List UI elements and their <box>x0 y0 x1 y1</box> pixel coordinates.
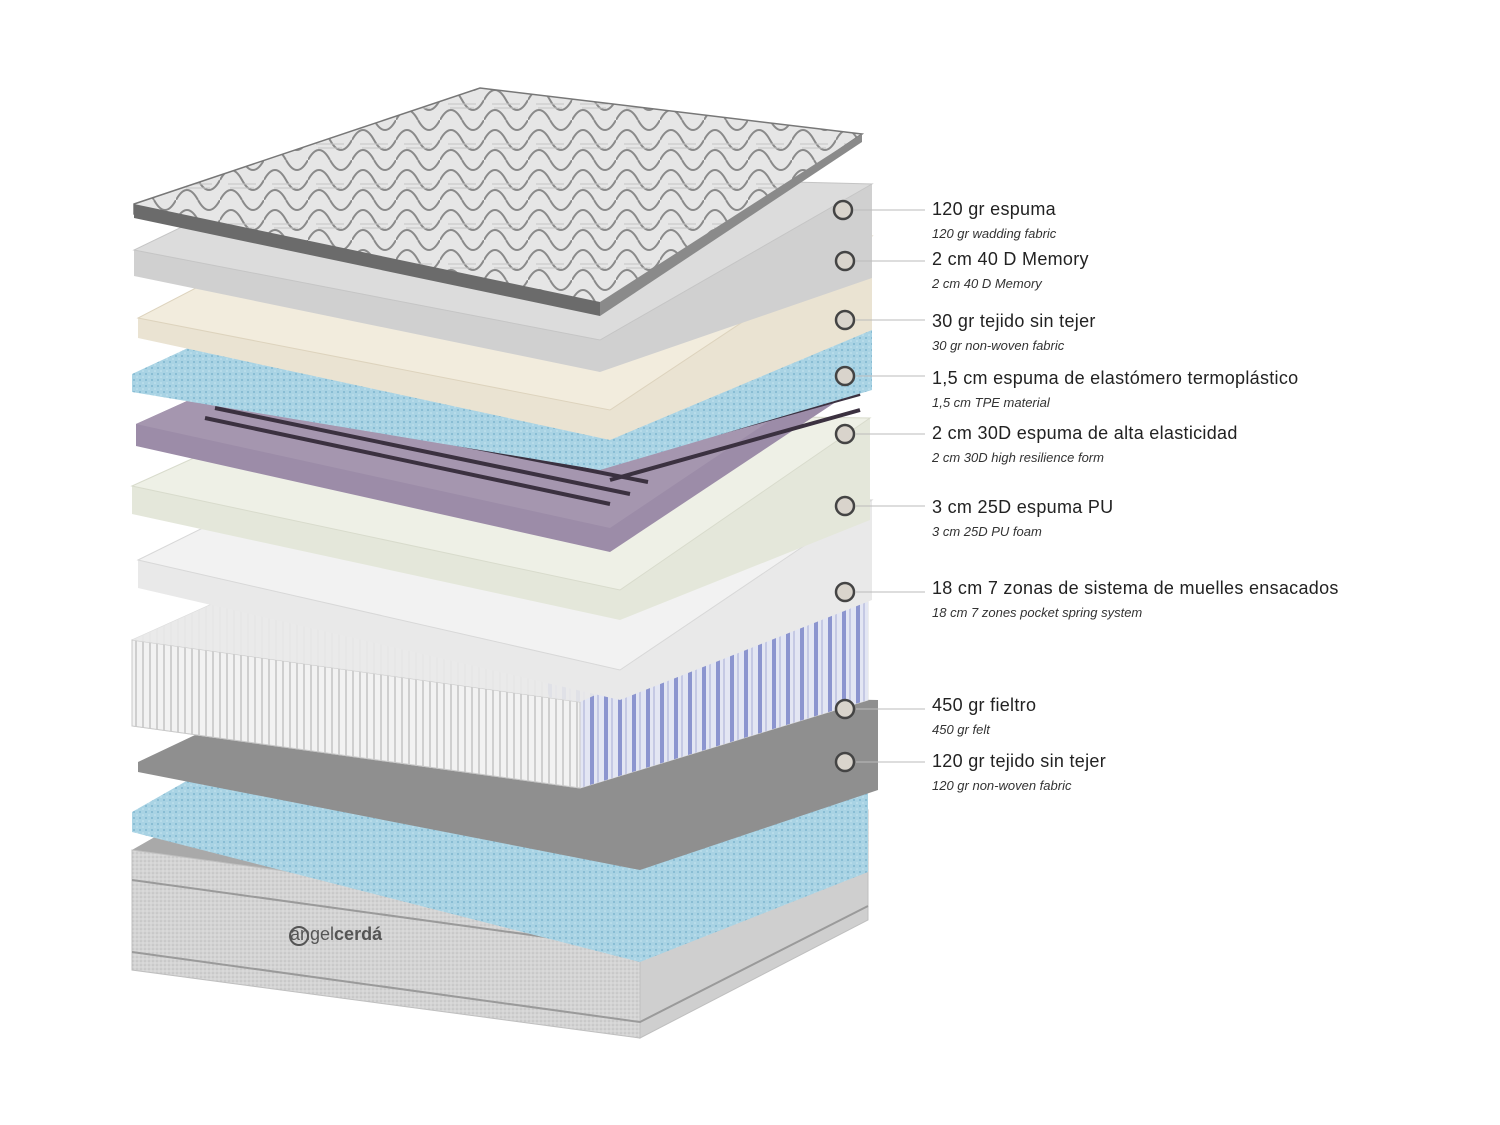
layer-label-1: 120 gr espuma 120 gr wadding fabric <box>932 199 1056 241</box>
layer-label-en: 450 gr felt <box>932 722 990 737</box>
layer-label-en: 3 cm 25D PU foam <box>932 524 1042 539</box>
layer-marker-9 <box>834 751 856 773</box>
layer-label-es: 18 cm 7 zonas de sistema de muelles ensa… <box>932 578 1339 598</box>
brand-light: angel <box>290 924 335 944</box>
layer-label-es: 3 cm 25D espuma PU <box>932 497 1114 517</box>
layer-marker-2 <box>834 250 856 272</box>
layer-label-7: 18 cm 7 zonas de sistema de muelles ensa… <box>932 578 1339 620</box>
layer-label-5: 2 cm 30D espuma de alta elasticidad 2 cm… <box>932 423 1238 465</box>
brand-logo-icon <box>289 926 309 946</box>
layer-label-en: 120 gr non-woven fabric <box>932 778 1072 793</box>
layer-label-8: 450 gr fieltro 450 gr felt <box>932 695 1036 737</box>
layer-label-es: 30 gr tejido sin tejer <box>932 311 1096 331</box>
layer-label-es: 1,5 cm espuma de elastómero termoplástic… <box>932 368 1299 388</box>
brand-bold: cerdá <box>334 924 383 944</box>
layer-label-en: 18 cm 7 zones pocket spring system <box>932 605 1143 620</box>
layer-label-6: 3 cm 25D espuma PU 3 cm 25D PU foam <box>932 497 1113 539</box>
layer-label-es: 120 gr espuma <box>932 199 1056 219</box>
layer-marker-4 <box>834 365 856 387</box>
layer-marker-7 <box>834 581 856 603</box>
layer-marker-6 <box>834 495 856 517</box>
layer-label-en: 120 gr wadding fabric <box>932 226 1057 241</box>
layer-markers <box>832 199 925 773</box>
layer-label-es: 450 gr fieltro <box>932 695 1037 715</box>
layer-label-es: 120 gr tejido sin tejer <box>932 751 1106 771</box>
layer-marker-1 <box>832 199 854 221</box>
brand-wordmark: angelcerdá <box>290 924 382 945</box>
layer-label-9: 120 gr tejido sin tejer 120 gr non-woven… <box>932 751 1106 793</box>
layer-label-2: 2 cm 40 D Memory 2 cm 40 D Memory <box>932 249 1089 291</box>
layer-label-4: 1,5 cm espuma de elastómero termoplástic… <box>932 368 1298 410</box>
layer-label-es: 2 cm 40 D Memory <box>932 249 1089 269</box>
layer-label-en: 2 cm 40 D Memory <box>932 276 1042 291</box>
layer-quilted-top <box>133 87 865 316</box>
layer-label-es: 2 cm 30D espuma de alta elasticidad <box>932 423 1238 443</box>
layer-label-en: 30 gr non-woven fabric <box>932 338 1065 353</box>
layer-marker-8 <box>834 698 856 720</box>
layer-marker-3 <box>834 309 856 331</box>
layer-label-3: 30 gr tejido sin tejer 30 gr non-woven f… <box>932 311 1096 353</box>
layer-label-en: 2 cm 30D high resilience form <box>932 450 1104 465</box>
layer-marker-5 <box>834 423 856 445</box>
layer-label-en: 1,5 cm TPE material <box>932 395 1050 410</box>
